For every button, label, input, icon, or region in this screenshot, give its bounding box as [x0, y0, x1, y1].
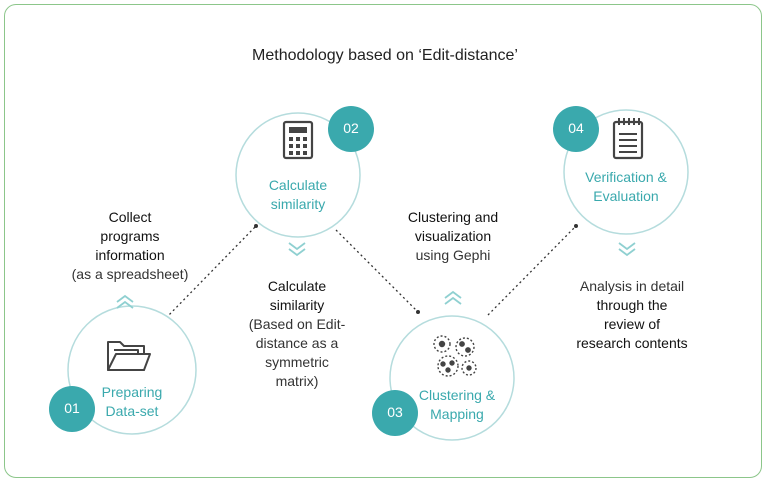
- note-line: Analysis in detail: [579, 278, 685, 294]
- note-line: symmetric: [265, 354, 329, 370]
- step-02-number: 02: [343, 120, 359, 136]
- step-03-circle: [389, 315, 515, 441]
- step-01-label: Preparing Data-set: [72, 383, 192, 421]
- clusters-icon: [433, 335, 477, 377]
- connector-03-04: [487, 225, 577, 316]
- connector-dot: [254, 224, 258, 228]
- connector-02-03: [335, 229, 419, 313]
- notepad-icon: [612, 118, 644, 160]
- note-collect: Collect programs information (as a sprea…: [50, 208, 210, 284]
- note-line: review of: [603, 316, 661, 332]
- step-03-badge: [372, 390, 418, 436]
- step-02-label-line2: similarity: [270, 196, 326, 212]
- note-analysis: Analysis in detail through the review of…: [552, 277, 712, 353]
- step-01-number: 01: [64, 400, 80, 416]
- connector-dot: [416, 310, 420, 314]
- note-line: information: [95, 247, 165, 263]
- step-02-badge: [328, 106, 374, 152]
- step-03-label-line2: Mapping: [430, 406, 484, 422]
- note-line: distance as a: [255, 335, 339, 351]
- folder-icon: [107, 341, 151, 371]
- step-01-badge: [49, 386, 95, 432]
- chevron-down-icon: [288, 242, 306, 257]
- step-04-number: 04: [568, 120, 584, 136]
- note-line: research contents: [576, 335, 688, 351]
- note-line: (as a spreadsheet): [71, 266, 189, 282]
- step-04-label-line1: Verification &: [585, 169, 667, 185]
- step-02-label-line1: Calculate: [268, 177, 328, 193]
- chevron-up-icon: [444, 290, 462, 305]
- step-01-label-line2: Data-set: [105, 403, 159, 419]
- note-calculate: Calculate similarity (Based on Edit- dis…: [222, 277, 372, 391]
- note-line: using Gephi: [415, 247, 491, 263]
- note-line: Clustering and: [407, 209, 499, 225]
- note-line: programs: [100, 228, 160, 244]
- note-line: Calculate: [267, 278, 327, 294]
- chevron-down-icon: [618, 242, 636, 257]
- note-line: through the: [596, 297, 668, 313]
- step-02-circle: [235, 112, 361, 238]
- step-03-label: Clustering & Mapping: [397, 386, 517, 424]
- note-line: Collect: [108, 209, 152, 225]
- note-line: similarity: [269, 297, 325, 313]
- diagram-frame: [4, 4, 762, 478]
- step-03-label-line1: Clustering &: [418, 387, 496, 403]
- step-03-number: 03: [387, 404, 403, 420]
- connector-dot: [574, 224, 578, 228]
- calculator-icon: [282, 120, 314, 160]
- step-04-badge: [553, 106, 599, 152]
- chevron-up-icon: [116, 294, 134, 309]
- diagram-title: Methodology based on ‘Edit-distance’: [252, 47, 518, 64]
- note-clustering: Clustering and visualization using Gephi: [378, 208, 528, 265]
- step-01-label-line1: Preparing: [101, 384, 163, 400]
- note-line: visualization: [414, 228, 492, 244]
- step-04-label-line2: Evaluation: [593, 188, 659, 204]
- note-line: (Based on Edit-: [248, 316, 346, 332]
- step-02-label: Calculate similarity: [238, 176, 358, 214]
- note-line: matrix): [275, 373, 319, 389]
- step-04-label: Verification & Evaluation: [566, 168, 686, 206]
- connector-01-02: [165, 225, 257, 319]
